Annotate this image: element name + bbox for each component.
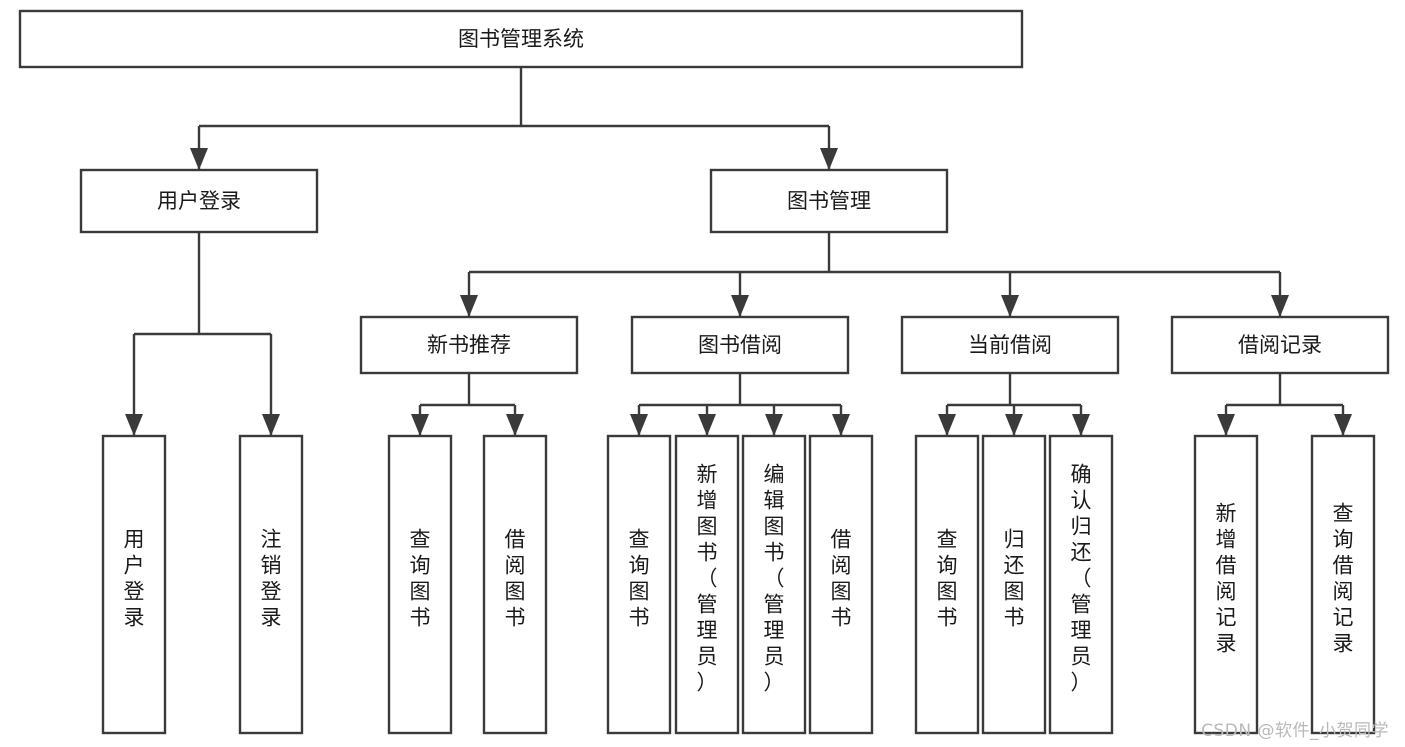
arrow-1-3: [1271, 295, 1289, 317]
node-l1_1[interactable]: 图书管理: [709, 168, 949, 234]
node-leaf_7[interactable]: 借阅图书: [808, 434, 874, 735]
arrow-5-2: [1072, 414, 1090, 436]
node-label-leaf_0: 用户登录: [124, 528, 145, 630]
node-layer: 图书管理系统用户登录图书管理新书推荐图书借阅当前借阅借阅记录用户登录注销登录查询…: [18, 9, 1390, 735]
node-label-l2_1: 图书借阅: [698, 333, 782, 357]
node-box-l1_1: [709, 168, 949, 234]
node-label-leaf_4: 查询图书: [629, 528, 650, 630]
arrow-4-3: [832, 414, 850, 436]
arrow-3-1: [506, 414, 524, 436]
node-label-leaf_2: 查询图书: [410, 528, 431, 630]
arrow-4-0: [630, 414, 648, 436]
node-box-leaf_1: [238, 434, 304, 735]
node-label-leaf_9: 归还图书: [1004, 528, 1025, 630]
node-box-leaf_9: [981, 434, 1047, 735]
arrow-4-1: [698, 414, 716, 436]
arrow-1-0: [460, 295, 478, 317]
node-label-leaf_5: 新增图书（管理员）: [697, 463, 718, 695]
node-label-leaf_6: 编辑图书（管理员）: [764, 463, 785, 695]
node-label-leaf_8: 查询图书: [937, 528, 958, 630]
node-label-root: 图书管理系统: [458, 27, 584, 51]
node-box-leaf_5: [674, 434, 740, 735]
node-label-leaf_3: 借阅图书: [505, 528, 526, 630]
node-box-l2_0: [359, 315, 579, 375]
node-label-leaf_7: 借阅图书: [831, 528, 852, 630]
arrow-1-1: [731, 295, 749, 317]
node-box-leaf_4: [606, 434, 672, 735]
arrow-6-0: [1217, 414, 1235, 436]
node-label-l1_0: 用户登录: [157, 189, 241, 213]
node-box-leaf_3: [482, 434, 548, 735]
arrow-3-0: [411, 414, 429, 436]
node-box-leaf_12: [1310, 434, 1376, 735]
arrow-5-0: [938, 414, 956, 436]
arrow-1-2: [1001, 295, 1019, 317]
node-box-leaf_11: [1193, 434, 1259, 735]
node-leaf_0[interactable]: 用户登录: [101, 434, 167, 735]
node-leaf_12[interactable]: 查询借阅记录: [1310, 434, 1376, 735]
node-leaf_6[interactable]: 编辑图书（管理员）: [741, 434, 807, 735]
node-l2_0[interactable]: 新书推荐: [359, 315, 579, 375]
node-leaf_9[interactable]: 归还图书: [981, 434, 1047, 735]
node-box-l2_2: [900, 315, 1120, 375]
node-box-leaf_8: [914, 434, 980, 735]
node-leaf_3[interactable]: 借阅图书: [482, 434, 548, 735]
node-box-leaf_6: [741, 434, 807, 735]
arrow-6-1: [1334, 414, 1352, 436]
node-leaf_8[interactable]: 查询图书: [914, 434, 980, 735]
node-label-l2_3: 借阅记录: [1238, 333, 1322, 357]
node-box-leaf_2: [387, 434, 453, 735]
node-leaf_5[interactable]: 新增图书（管理员）: [674, 434, 740, 735]
connector-layer: [125, 67, 1352, 436]
node-box-l2_3: [1170, 315, 1390, 375]
node-leaf_4[interactable]: 查询图书: [606, 434, 672, 735]
node-leaf_10[interactable]: 确认归还（管理员）: [1048, 434, 1114, 735]
node-root[interactable]: 图书管理系统: [18, 9, 1024, 69]
node-label-leaf_1: 注销登录: [261, 528, 282, 630]
arrow-2-1: [262, 414, 280, 436]
arrow-4-2: [765, 414, 783, 436]
node-leaf_2[interactable]: 查询图书: [387, 434, 453, 735]
node-box-l2_1: [630, 315, 850, 375]
node-label-l2_0: 新书推荐: [427, 333, 511, 357]
arrow-0-0: [190, 148, 208, 170]
node-label-l1_1: 图书管理: [787, 189, 871, 213]
node-box-leaf_0: [101, 434, 167, 735]
node-label-l2_2: 当前借阅: [968, 333, 1052, 357]
node-leaf_1[interactable]: 注销登录: [238, 434, 304, 735]
node-box-leaf_7: [808, 434, 874, 735]
node-leaf_11[interactable]: 新增借阅记录: [1193, 434, 1259, 735]
node-box-l1_0: [79, 168, 319, 234]
arrow-0-1: [820, 148, 838, 170]
arrow-5-1: [1005, 414, 1023, 436]
node-l2_1[interactable]: 图书借阅: [630, 315, 850, 375]
node-l2_3[interactable]: 借阅记录: [1170, 315, 1390, 375]
node-l2_2[interactable]: 当前借阅: [900, 315, 1120, 375]
node-label-leaf_12: 查询借阅记录: [1333, 502, 1354, 656]
node-box-leaf_10: [1048, 434, 1114, 735]
node-label-leaf_10: 确认归还（管理员）: [1071, 463, 1092, 695]
node-box-root: [18, 9, 1024, 69]
node-l1_0[interactable]: 用户登录: [79, 168, 319, 234]
node-label-leaf_11: 新增借阅记录: [1216, 502, 1237, 656]
arrow-2-0: [125, 414, 143, 436]
